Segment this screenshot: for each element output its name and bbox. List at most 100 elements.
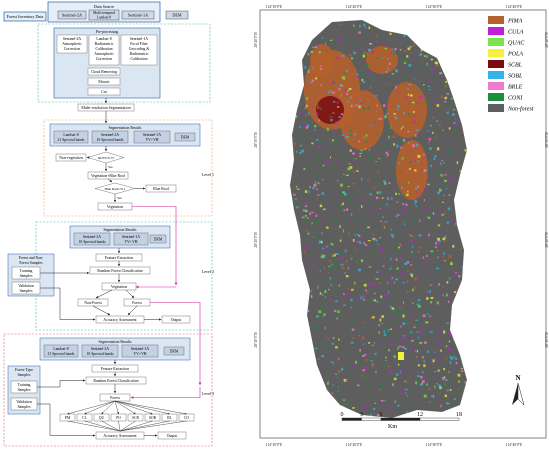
bottom-tick-label: 114°40'0"E [506,443,523,447]
top-tick-label: 114°10'0"E [266,5,283,9]
level2-training-line2: Samples [20,274,33,278]
cloud-removing-step: Cloud Removing [91,70,117,74]
left-tick-label: 28°30'0"N [254,132,258,148]
level2-dem: DEM [154,238,163,242]
left-tick-label: 28°20'0"N [254,232,258,248]
top-tick-label: 114°20'0"E [346,5,363,9]
preprocessing-frame [37,23,211,103]
workflow-flowchart: Forest Inventory Data Data Source Sentin… [3,1,214,447]
pre-col2-line1: Landsat-8 [96,37,111,41]
class-label: BL [167,416,172,420]
level2-s1a-bands: VV+VH [124,240,137,244]
legend-label: BRLE [508,85,523,91]
legend-swatch [488,16,504,24]
forest-inventory-label: Forest Inventory Data [7,14,44,19]
level1-seg-title: Segmentation Results [108,126,142,130]
pre-col2-line5: Correction [96,57,112,61]
legend-label: CONI [508,96,523,102]
level3-frame [3,333,213,447]
level3-landsat8-bands: 21 Spectral bands [48,352,76,356]
level3-fts-line2: Samples [18,373,31,377]
map-legend: PIMACULAQUACPOLASCBLSOBLBRLECONINon-fore… [488,16,534,113]
right-tick-label: 28°30'0"N [545,132,549,148]
legend-swatch [488,93,504,101]
level3-s2a: Sentinel-2A [91,347,110,351]
sentinel2a-source: Sentinel-2A [62,13,82,18]
level3-accuracy-assessment: Accuracy Assessment [103,434,137,438]
level2-validation-line1: Validation [18,284,34,288]
level3-s2a-bands: 10 Spectral bands [87,352,115,356]
level2-output: Output [171,318,182,322]
level2-feature-extraction: Feature Extraction [105,256,133,260]
level2-s1a: Sentinel-1A [122,235,141,239]
legend-label: POLA [507,52,523,58]
level3-fts-line1: Forest Type [15,368,33,372]
right-tick-label: 28°10'0"N [545,332,549,348]
level1-landsat8-bands: 21 Spectral bands [58,138,86,142]
pre-col1-line2: Atmospheric [62,42,82,46]
legend-label: CULA [508,30,524,36]
pre-col3-line5: Calibration [130,57,147,61]
class-label: SCB [132,416,139,420]
mosaic-step: Mosaic [98,80,109,84]
north-arrow: N [512,374,525,406]
landsat8-source: Landsat-8 [97,16,112,20]
level2-fnf-line2: Forest Samples [19,261,43,265]
pre-col2-line2: Radiometric [95,42,114,46]
pre-col2-line3: Calibration [95,47,112,51]
level3-feature-extraction: Feature Extraction [101,367,129,371]
data-source-title: Data Source [94,4,115,9]
level2-label: Level 2 [202,269,214,274]
blue-ratio-yes: Yes [117,196,122,200]
level3-output: Output [167,434,178,438]
level3-training-line1: Training [18,383,31,387]
dem-source: DEM [172,13,182,18]
level3-random-forest: Random Forest Classification [93,379,138,383]
level1-s1a-bands: VV+VH [145,138,158,142]
level1-s1a: Sentinel-1A [143,133,162,137]
level2-frame [35,221,213,331]
legend-label: PIMA [507,19,523,25]
class-label: PO [116,416,121,420]
preprocessing-title: Pre-processing [96,30,119,34]
level1-landsat8: Landsat-8 [63,133,78,137]
data-source-row: Forest Inventory Data Data Source Sentin… [3,1,189,23]
level2-training-line1: Training [20,269,33,273]
class-label: SOB [149,416,157,420]
level3-forest-box: Forest [110,396,120,400]
level3-validation-line2: Samples [18,405,31,409]
forest-type-map: 114°10'0"E 114°20'0"E 114°30'0"E 114°40'0"E… [222,0,549,451]
class-label: PM [65,416,71,420]
level3-training-line2: Samples [18,388,31,392]
legend-label: Non-forest [507,106,534,113]
bottom-tick-label: 114°10'0"E [266,443,283,447]
blue-roof-box: Blue Roof [153,187,169,191]
level2-s2a: Sentinel-2A [83,235,102,239]
scale-unit-label: Km [388,424,397,430]
bottom-tick-label: 114°30'0"E [426,443,443,447]
legend-swatch [488,27,504,35]
study-area-classification [290,20,467,418]
multitemporal-label: Multi-temporal [93,11,115,15]
level3-dem: DEM [170,350,179,354]
level3-landsat8: Landsat-8 [53,347,68,351]
cut-step: Cut [101,90,107,94]
right-tick-label: 28°20'0"N [545,232,549,248]
level3-s1a: Sentinel-1A [131,347,150,351]
bottom-tick-label: 114°20'0"E [346,443,363,447]
graticule-labels: 114°10'0"E 114°20'0"E 114°30'0"E 114°40'0"E… [254,5,549,447]
pre-col2-line4: Atmospheric [94,52,114,56]
legend-swatch [488,60,504,68]
legend-swatch [488,71,504,79]
vegetation-blue-roof-box: Vegetation+Blue Roof [91,174,126,178]
class-label: CL [82,416,87,420]
level2-vegetation-box: Vegetation [111,285,127,289]
legend-label: SCBL [508,63,523,69]
ndvi-decision: NDVI>0.37 [98,156,115,160]
level2-accuracy-assessment: Accuracy Assessment [103,318,137,322]
level1-s2a: Sentinel-2A [101,133,120,137]
level2-validation-line2: Samples [20,289,33,293]
level2-random-forest: Random Forest Classification [97,269,142,273]
